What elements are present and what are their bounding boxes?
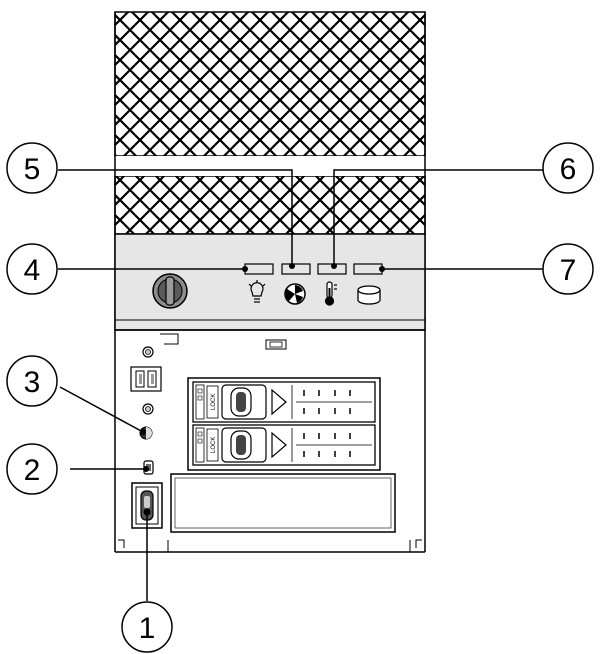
callout-7: 7 — [542, 243, 594, 295]
usb-ports[interactable] — [130, 366, 162, 392]
lightbulb-icon — [248, 280, 266, 303]
thermometer-icon — [324, 281, 337, 306]
callout-3-label: 3 — [24, 366, 41, 399]
leader-dots — [140, 263, 385, 516]
callout-2-label: 2 — [24, 454, 41, 487]
led-power — [244, 263, 274, 275]
key-lock-icon[interactable] — [152, 273, 188, 309]
callout-7-label: 7 — [560, 254, 577, 287]
drive-1-lock-label: LOCK — [211, 394, 217, 410]
drive-bay-1[interactable]: LOCK — [192, 381, 376, 423]
callout-6-label: 6 — [560, 153, 577, 186]
callout-1-label: 1 — [139, 612, 156, 645]
callout-5-label: 5 — [24, 153, 41, 186]
leader-lines — [58, 169, 544, 601]
callout-4: 4 — [6, 243, 58, 295]
drive-bay-2[interactable]: LOCK — [192, 424, 376, 466]
empty-bay — [170, 473, 396, 533]
lower-panel — [160, 333, 287, 350]
fan-icon — [284, 283, 306, 305]
front-bezel-mesh — [114, 11, 426, 235]
disk-icon — [357, 285, 381, 305]
drive-2-lock-label: LOCK — [211, 437, 217, 453]
led-drive — [353, 263, 383, 275]
screw-mid — [142, 403, 154, 415]
led-fan — [281, 263, 311, 275]
callout-4-label: 4 — [24, 254, 41, 287]
callout-5: 5 — [6, 142, 58, 194]
bottom-details — [118, 539, 422, 552]
callout-3: 3 — [6, 355, 58, 407]
callout-1: 1 — [121, 601, 173, 653]
callout-6: 6 — [542, 142, 594, 194]
callout-2: 2 — [6, 443, 58, 495]
screw-top — [142, 346, 154, 358]
